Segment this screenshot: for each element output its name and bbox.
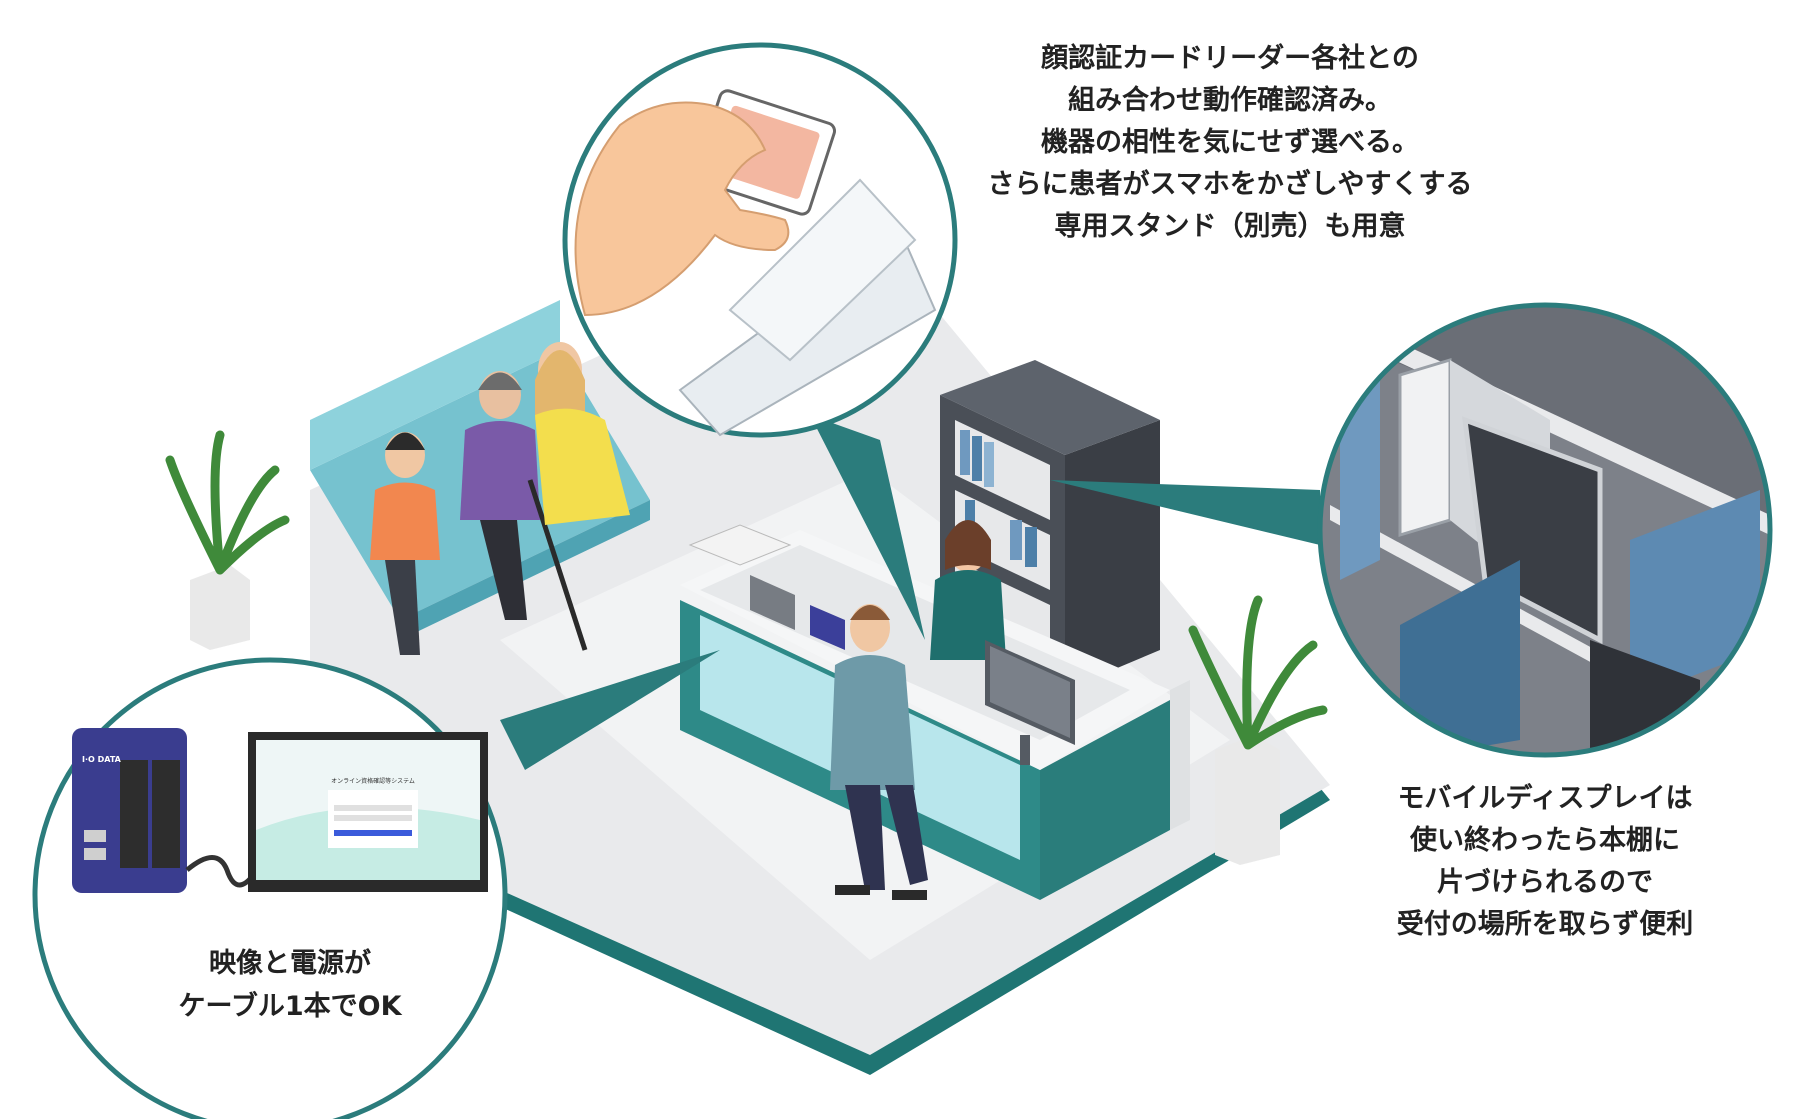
nas-brand-label: I·O DATA <box>82 755 121 764</box>
caption-bookshelf: モバイルディスプレイは 使い終わったら本棚に 片づけられるので 受付の場所を取ら… <box>1345 778 1745 946</box>
callout-pointer-right <box>1050 480 1320 545</box>
monitor <box>985 640 1075 765</box>
caption-line: 機器の相性を気にせず選べる。 <box>1041 127 1419 158</box>
hand <box>574 101 790 317</box>
caption-line: 専用スタンド（別売）も用意 <box>1054 211 1406 242</box>
caption-line: ケーブル1本でOK <box>178 991 402 1022</box>
caption-line: 使い終わったら本棚に <box>1410 825 1680 856</box>
callout-card-reader <box>562 42 958 438</box>
receptionist <box>930 520 1006 660</box>
plant-right <box>1188 595 1328 865</box>
callout-bookshelf-zoom <box>1317 302 1773 758</box>
waiting-patients <box>370 342 630 655</box>
callout-pointer-left <box>500 650 720 770</box>
caption-line: モバイルディスプレイは <box>1397 783 1693 814</box>
caption-line: 片づけられるので <box>1437 867 1653 898</box>
cable <box>185 855 260 888</box>
caption-line: 映像と電源が <box>209 948 371 979</box>
standing-patient <box>830 604 928 900</box>
caption-line: 顔認証カードリーダー各社との <box>1041 43 1419 74</box>
caption-line: 受付の場所を取らず便利 <box>1396 909 1694 940</box>
callout-pointer-top <box>810 415 925 640</box>
plant-left <box>165 430 290 650</box>
callout-nas-monitor <box>32 657 508 1119</box>
caption-cable: 映像と電源が ケーブル1本でOK <box>120 942 460 1028</box>
caption-card-reader: 顔認証カードリーダー各社との 組み合わせ動作確認済み。 機器の相性を気にせず選べ… <box>930 38 1530 248</box>
caption-line: 組み合わせ動作確認済み。 <box>1068 85 1392 116</box>
caption-line: さらに患者がスマホをかざしやすくする <box>987 169 1473 200</box>
display-screen-title: オンライン資格確認等システム <box>331 778 415 785</box>
counter-items <box>688 524 845 650</box>
